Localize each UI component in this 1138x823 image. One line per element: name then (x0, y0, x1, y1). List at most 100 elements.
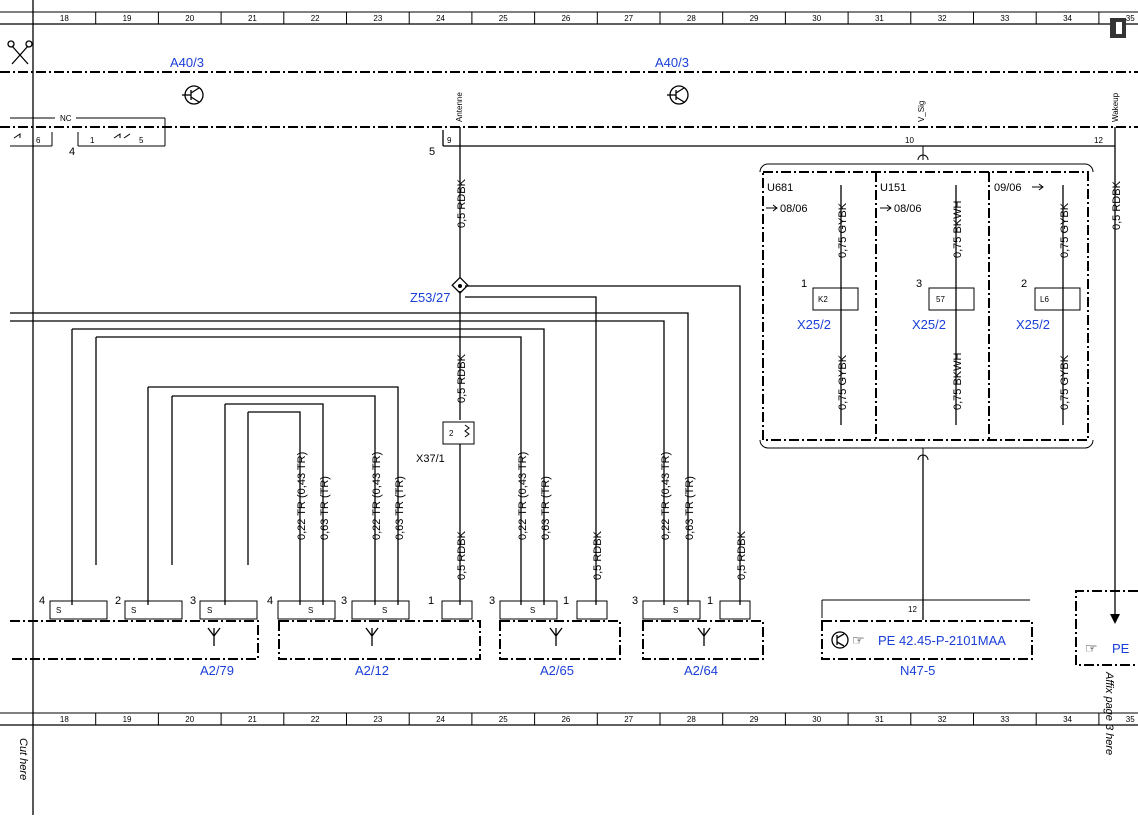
grid-number: 27 (624, 715, 633, 724)
grid-number: 24 (436, 14, 445, 23)
antenna-icon (549, 627, 563, 646)
group-pin: 3 (632, 595, 638, 607)
nc-label: NC (60, 114, 72, 123)
pin-12-n47: 12 (908, 605, 917, 614)
grid-number: 30 (812, 715, 821, 724)
a40-3-left-label: A40/3 (170, 55, 204, 70)
wire-tr063-2: 0,63 TR (TR) (394, 476, 406, 540)
s-label: S (530, 606, 535, 615)
grid-number: 26 (561, 14, 570, 23)
nc-connector: NC 6 4 1 5 (10, 114, 166, 158)
u681-label: U681 (767, 182, 793, 194)
z53-27-label: Z53/27 (410, 290, 450, 305)
grid-number: 19 (123, 14, 132, 23)
arrow-icon (766, 204, 778, 212)
grid-number: 21 (248, 715, 257, 724)
grid-number: 32 (938, 14, 947, 23)
wire-rdbk-low: 0,5 RDBK (456, 530, 468, 580)
arrow-down-icon (1110, 614, 1120, 624)
pointing-hand-icon: ☞ (852, 632, 865, 648)
group-pin: 1 (428, 595, 434, 607)
a2-65-label: A2/65 (540, 663, 574, 678)
x25-2-label-a: X25/2 (797, 317, 831, 332)
wire-tr043-2: 0,22 TR (0,43 TR) (371, 452, 383, 540)
a2-64-label: A2/64 (684, 663, 718, 678)
grid-number: 30 (812, 14, 821, 23)
s-label: S (56, 606, 61, 615)
a2-79-label: A2/79 (200, 663, 234, 678)
group-pin: 4 (267, 595, 273, 607)
n47-5-label: N47-5 (900, 663, 935, 678)
transistor-icon (831, 631, 849, 649)
date-0806-b: 08/06 (894, 203, 922, 215)
wire-gybk-4: 0,75 GYBK (1059, 354, 1071, 410)
grid-number: 21 (248, 14, 257, 23)
grid-number: 18 (60, 715, 69, 724)
wakeup-label: Wakeup (1111, 92, 1120, 122)
grid-number: 29 (750, 14, 759, 23)
corner-marker-icon (1110, 18, 1126, 38)
grid-number: 20 (185, 715, 194, 724)
grid-number: 20 (185, 14, 194, 23)
pin-1-x25: 1 (801, 278, 807, 290)
connector-x37-1: 2 (442, 421, 475, 445)
a2-12-label: A2/12 (355, 663, 389, 678)
s-label: S (131, 606, 136, 615)
group-pin: 3 (190, 595, 196, 607)
grid-number: 19 (123, 715, 132, 724)
wire-tr043-3: 0,22 TR (0,43 TR) (517, 452, 529, 540)
wire-rdbk-top: 0,5 RDBK (456, 178, 468, 228)
grid-number: 33 (1000, 14, 1009, 23)
component-boxes (10, 590, 1138, 666)
u151-label: U151 (880, 182, 906, 194)
x37-1-label: X37/1 (416, 453, 445, 465)
pin-1: 1 (90, 136, 95, 145)
grid-number: 35 (1126, 14, 1135, 23)
wire-tr063-3: 0,63 TR (TR) (540, 476, 552, 540)
pin-4: 4 (69, 146, 75, 158)
pointing-hand-icon: ☞ (1085, 640, 1098, 656)
pin-5: 5 (139, 136, 144, 145)
pin-9: 9 (447, 136, 452, 145)
transistor-icon (182, 85, 204, 105)
affix-label: Affix page 3 here (1103, 671, 1115, 755)
cable-bundles (10, 312, 689, 605)
grid-number: 28 (687, 14, 696, 23)
grid-number: 26 (561, 715, 570, 724)
pin-2-x37: 2 (449, 429, 454, 438)
date-0806-a: 08/06 (780, 203, 808, 215)
wire-rdbk-right: 0,5 RDBK (1111, 180, 1123, 230)
group-pin: 3 (341, 595, 347, 607)
grid-number: 25 (499, 715, 508, 724)
pe-reference[interactable]: PE 42.45-P-2101MAA (878, 633, 1006, 648)
grid-number: 35 (1126, 715, 1135, 724)
grid-number: 22 (311, 715, 320, 724)
grid-number: 33 (1000, 715, 1009, 724)
group-pin: 1 (707, 595, 713, 607)
grid-number: 28 (687, 715, 696, 724)
antenne-label: Antenne (455, 92, 464, 122)
v-sig-label: V_Sig (917, 101, 926, 122)
grid-number: 34 (1063, 14, 1072, 23)
scissors-icon (7, 40, 33, 65)
s-label: S (382, 606, 387, 615)
grid-number: 32 (938, 715, 947, 724)
pe-reference-short[interactable]: PE (1112, 641, 1130, 656)
grid-number: 34 (1063, 715, 1072, 724)
wire-tr063-1: 0,63 TR (TR) (319, 476, 331, 540)
transistor-icon (667, 85, 689, 105)
grid-number: 29 (750, 715, 759, 724)
pin-12: 12 (1094, 136, 1103, 145)
a40-3-right-label: A40/3 (655, 55, 689, 70)
arrow-icon (880, 204, 892, 212)
antenna-icon (697, 627, 711, 646)
group-pin: 3 (489, 595, 495, 607)
wire-rdbk-a264: 0,5 RDBK (736, 530, 748, 580)
wire-bkwh-2: 0,75 BKWH (952, 352, 964, 410)
wire-rdbk-a265: 0,5 RDBK (592, 530, 604, 580)
component-connectors: S S S S S S S (49, 600, 751, 620)
x25-2-label-b: X25/2 (912, 317, 946, 332)
